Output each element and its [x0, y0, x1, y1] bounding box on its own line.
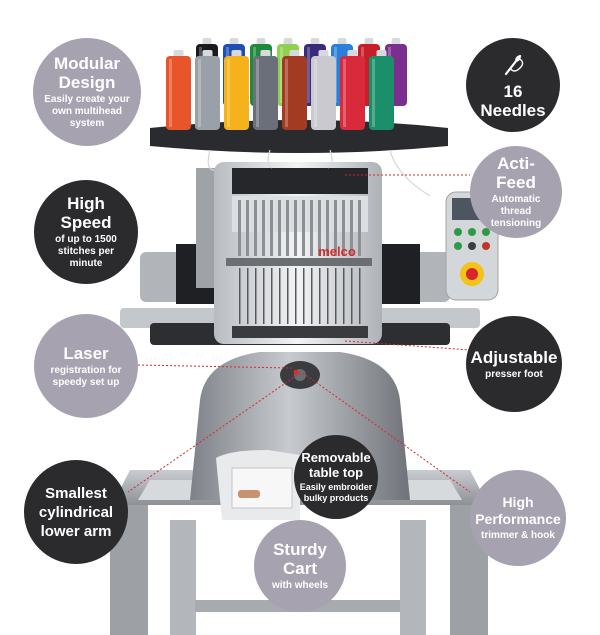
needle [319, 268, 321, 324]
needle-bar [302, 200, 305, 256]
needle [263, 268, 265, 324]
badge-title: Laser [63, 343, 109, 363]
badge-subtitle: Easily create your own multihead system [44, 94, 130, 129]
needle-bar [246, 200, 249, 256]
needle [247, 268, 249, 324]
needle [359, 268, 361, 324]
thread-spool [282, 50, 307, 130]
needle [255, 268, 257, 324]
thread-stand [150, 38, 448, 197]
badge-sturdy-cart: Sturdy Cart with wheels [254, 520, 346, 612]
table-top-photo [216, 450, 300, 520]
needle [287, 268, 289, 324]
badge-laser: Laser registration for speedy set up [34, 314, 138, 418]
thread-spool [311, 50, 336, 130]
cart-leg-inner-right [400, 520, 426, 635]
needle-bar [342, 200, 345, 256]
thread-spool [195, 50, 220, 130]
thread-spool [166, 50, 191, 130]
thread-spool [369, 50, 394, 130]
badge-subtitle: trimmer & hook [481, 530, 555, 541]
needle-bar [350, 200, 353, 256]
badge-modular-design: Modular Design Easily create your own mu… [33, 38, 141, 146]
needle-bar [286, 200, 289, 256]
needle-bar [262, 200, 265, 256]
badge-title: Smallest cylindrical lower arm [38, 484, 114, 540]
badge-high-speed: High Speed of up to 1500 stitches per mi… [34, 180, 138, 284]
badge-title: High Performance [475, 494, 561, 527]
badge-adjustable: Adjustable presser foot [466, 316, 562, 412]
badge-title: Sturdy Cart [273, 540, 327, 578]
badge-acti-feed: Acti-Feed Automatic thread tensioning [470, 146, 562, 238]
needle [239, 268, 241, 324]
needle [311, 268, 313, 324]
badge-title: 16 Needles [480, 82, 546, 120]
needle [303, 268, 305, 324]
machine-head: melco [196, 162, 382, 344]
needle-thread-icon [504, 54, 524, 76]
badge-16-needles: 16 Needles [466, 38, 560, 132]
badge-removable-table-top: Removable table top Easily embroider bul… [294, 435, 378, 519]
callout-lines [127, 174, 471, 493]
needle [335, 268, 337, 324]
thread-spool [253, 50, 278, 130]
badge-smallest-lower-arm: Smallest cylindrical lower arm [24, 460, 128, 564]
needle-bar [294, 200, 297, 256]
badge-subtitle: Easily embroider bulky products [299, 482, 373, 503]
badge-subtitle: presser foot [485, 368, 543, 380]
badge-title: Acti-Feed [496, 154, 536, 192]
needle-bar [254, 200, 257, 256]
badge-title: Removable table top [301, 450, 371, 480]
needle [271, 268, 273, 324]
badge-title: High Speed [60, 194, 112, 232]
needle-bar [278, 200, 281, 256]
needle [327, 268, 329, 324]
melco-logo: melco [318, 244, 356, 259]
needle-bar [238, 200, 241, 256]
badge-subtitle: Automatic thread tensioning [490, 194, 542, 229]
badge-title: Adjustable [470, 347, 558, 367]
thread-spools [166, 38, 407, 130]
needle-bar [358, 200, 361, 256]
needle [279, 268, 281, 324]
laser-emitter-icon [293, 369, 299, 375]
needle-bar [334, 200, 337, 256]
needle-bars [238, 200, 361, 324]
needle-bar [310, 200, 313, 256]
thread-spool [224, 50, 249, 130]
badge-subtitle: registration for speedy set up [50, 364, 122, 388]
needle-bar [318, 200, 321, 256]
needle [295, 268, 297, 324]
badge-title: Modular Design [53, 54, 121, 92]
needle [343, 268, 345, 324]
badge-subtitle: of up to 1500 stitches per minute [55, 234, 117, 269]
badge-high-performance: High Performance trimmer & hook [470, 470, 566, 566]
badge-subtitle: with wheels [271, 580, 329, 591]
needle-bar [326, 200, 329, 256]
thread-spool [340, 50, 365, 130]
needle [351, 268, 353, 324]
needle-bar [270, 200, 273, 256]
cart-leg-inner-left [170, 520, 196, 635]
